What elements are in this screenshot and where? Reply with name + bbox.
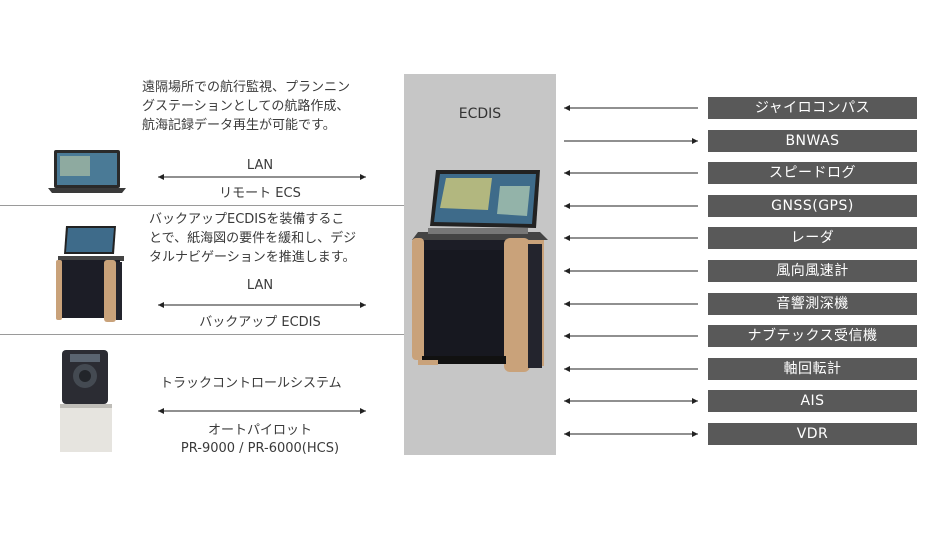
- arrowhead: [692, 431, 698, 437]
- sensor-arrow: [564, 105, 698, 111]
- sensor-arrow: [564, 268, 698, 274]
- arrowhead: [692, 398, 698, 404]
- sensor-arrow: [564, 170, 698, 176]
- arrowhead: [564, 366, 570, 372]
- arrowhead: [564, 105, 570, 111]
- sensor-arrow: [564, 333, 698, 339]
- arrowhead: [692, 138, 698, 144]
- arrowhead: [564, 170, 570, 176]
- sensor-arrow: [564, 235, 698, 241]
- arrowhead: [564, 431, 570, 437]
- sensor-arrow: [564, 398, 698, 404]
- arrowhead: [564, 235, 570, 241]
- arrowhead: [564, 333, 570, 339]
- arrowhead: [564, 398, 570, 404]
- arrowhead: [564, 203, 570, 209]
- arrowhead: [564, 301, 570, 307]
- arrowhead: [564, 268, 570, 274]
- sensor-arrow: [564, 203, 698, 209]
- sensor-arrow: [564, 431, 698, 437]
- sensor-arrow: [564, 366, 698, 372]
- sensor-arrow: [564, 138, 698, 144]
- sensor-arrow: [564, 301, 698, 307]
